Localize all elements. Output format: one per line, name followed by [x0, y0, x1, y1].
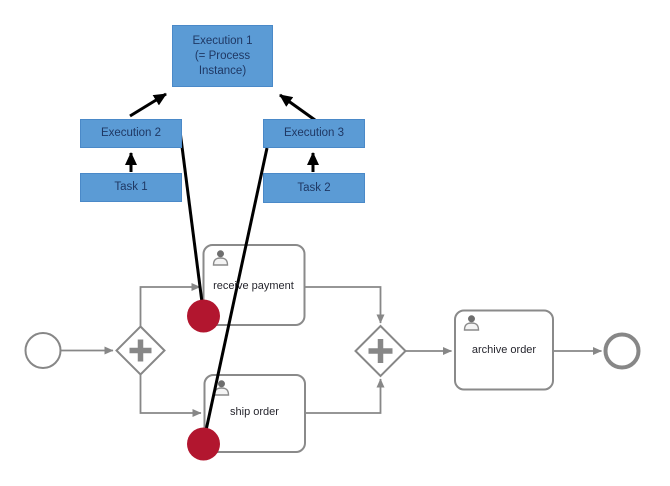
- task-archive-order-shape: [454, 309, 554, 391]
- arrow-execution2-to-execution1: [129, 92, 167, 118]
- end-event-circle: [603, 332, 641, 370]
- parallel-gateway-1: [115, 325, 166, 376]
- receive-payment-label: receive payment: [213, 280, 294, 292]
- execution1-label-line3: Instance): [198, 64, 247, 77]
- task-receive-payment-shape: [202, 244, 306, 326]
- execution1-box: Execution 1 (= Process Instance): [172, 25, 273, 87]
- execution2-label: Execution 2: [100, 127, 162, 139]
- plus-icon: [129, 339, 152, 362]
- ship-order-label: ship order: [230, 406, 279, 418]
- task2-box: Task 2: [263, 173, 365, 203]
- execution-pointer-dot-receive-payment: [187, 299, 220, 333]
- association-line-execution3-to-ship-order: [202, 147, 269, 443]
- user-icon: [463, 315, 480, 331]
- execution1-label-line1: Execution 1: [192, 34, 253, 47]
- execution-pointer-dot-ship-order: [187, 427, 220, 461]
- sequence-flow-ship-order-to-gateway2: [305, 378, 385, 414]
- task1-label: Task 1: [114, 181, 148, 193]
- sequence-flow-receive-payment-to-gateway2: [304, 286, 385, 324]
- user-icon: [212, 250, 229, 266]
- sequence-flow-gateway1-to-ship-order: [139, 375, 202, 417]
- execution3-box: Execution 3: [263, 119, 365, 148]
- task-ship-order-shape: [203, 374, 306, 453]
- archive-order-label: archive order: [471, 344, 537, 356]
- arrow-execution3-to-execution1: [279, 93, 316, 122]
- task2-label: Task 2: [297, 181, 331, 194]
- execution2-box: Execution 2: [80, 119, 182, 148]
- execution3-label: Execution 3: [283, 127, 345, 139]
- association-line-execution2-to-receive-payment: [178, 130, 205, 315]
- sequence-flow-gateway1-to-receive-payment: [139, 283, 201, 326]
- plus-icon: [368, 339, 393, 363]
- start-event-circle: [24, 332, 62, 369]
- task1-box: Task 1: [80, 173, 182, 202]
- execution1-label-line2: (= Process: [194, 49, 251, 62]
- parallel-gateway-2: [354, 324, 407, 378]
